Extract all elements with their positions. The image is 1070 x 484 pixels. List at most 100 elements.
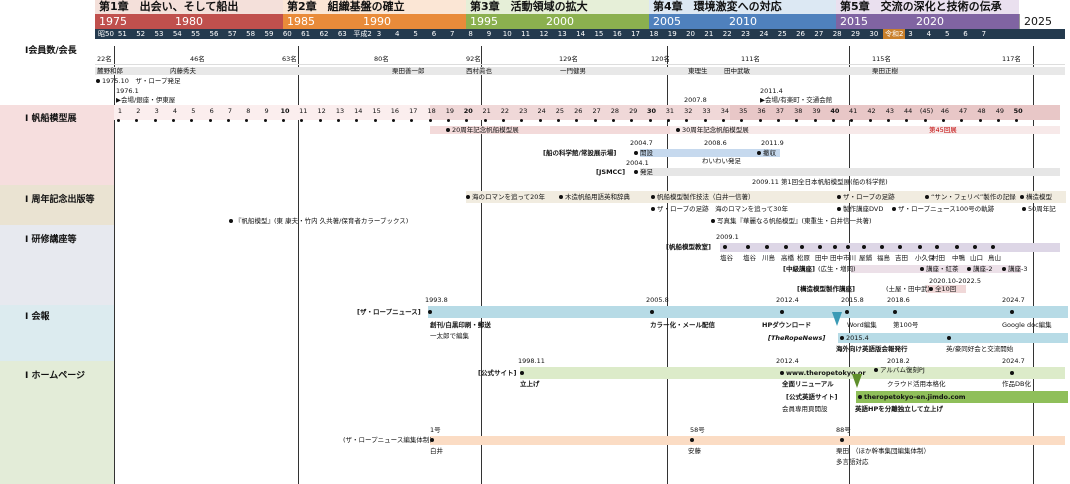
exhibition-bar-late (730, 105, 1060, 120)
editor-dot (430, 437, 436, 444)
bulletin-bar (428, 306, 1068, 318)
year-tick: 29 (851, 30, 860, 38)
exhibition-number: 35 (739, 107, 748, 115)
training-start: 2009.1 (716, 233, 739, 241)
member-count: 117名 (1002, 55, 1021, 63)
exhibition-dot (685, 119, 689, 122)
bulletin-event: Google doc編集 (1002, 321, 1052, 329)
training-dot (784, 245, 788, 249)
publication-item: ザ・ロープニュース100号の軌跡 (892, 206, 994, 213)
band-publication (0, 185, 114, 225)
homepage-date: 1998.11 (518, 357, 545, 365)
exhibition-dot (795, 119, 799, 122)
year-tick: 55 (191, 30, 201, 38)
training-place: 松原 (797, 254, 810, 262)
homepage-date: 2024.7 (1002, 357, 1025, 365)
band-exhibition (0, 105, 114, 185)
decade-label: 1975 (99, 15, 127, 28)
homepage-label: [公式サイト] (478, 369, 517, 377)
publication-item: 構造模型 (1020, 194, 1052, 201)
exhibition-dot (428, 119, 432, 122)
news-en-date: 2015.4 (840, 335, 869, 342)
year-tick: 61 (301, 30, 311, 38)
museum-waiwai: わいわい発足 (702, 157, 741, 165)
museum-bar (640, 149, 780, 157)
jsmcc-bar (640, 168, 1060, 176)
exhibition-dot (538, 119, 542, 122)
year-tick: 6 (963, 30, 968, 38)
bulletin-date: 2024.7 (1002, 296, 1025, 304)
year-tick: 4 (926, 30, 932, 38)
homepage-dot (520, 370, 526, 377)
arrow-down-icon (832, 312, 842, 326)
exhibition-number: 7 (227, 107, 233, 115)
exhibition-number: 16 (390, 107, 400, 115)
year-tick: 54 (172, 30, 182, 38)
exhibition-number: 42 (867, 107, 876, 115)
exhibition-number: 33 (702, 107, 711, 115)
editor-no: 88号 (836, 426, 851, 434)
exhibition-number: 6 (209, 107, 214, 115)
training-dot (880, 245, 884, 249)
exhibition-number: (45) (919, 107, 934, 115)
chapter-3: 第3章 活動領域の拡大 (466, 0, 649, 14)
exhibition-dot (648, 119, 652, 122)
publication-item: ザ・ロープの足跡 海のロマンを追って30年 (651, 206, 788, 213)
exhibition-number: 37 (775, 107, 785, 115)
training-dot (746, 245, 750, 249)
exhibition-dot (758, 119, 762, 122)
exhibition-number: 39 (812, 107, 821, 115)
exhibition-dot (281, 119, 285, 122)
exhibition-number: 41 (849, 107, 858, 115)
news-en-dot (947, 335, 953, 342)
training-place: 田中 (830, 254, 843, 262)
bulletin-date: 2018.6 (887, 296, 910, 304)
training-dot (818, 245, 822, 249)
exhibition-dot (611, 119, 615, 122)
bulletin-dot (1010, 309, 1016, 316)
training-dot (765, 245, 769, 249)
exhibition-venue: ▶会場/有楽町・交通会館 (760, 96, 833, 104)
homepage-cloud: クラウド活用本格化 (887, 380, 946, 388)
homepage-url: www.theropetokyo.or (780, 370, 866, 377)
exhibition-number: 17 (409, 107, 418, 115)
member-count: 115名 (872, 55, 891, 63)
editor-no: 58号 (690, 426, 705, 434)
year-tick: 3 (376, 30, 382, 38)
year-tick: 63 (337, 30, 347, 38)
president-name: 内藤秀夫 (170, 67, 196, 75)
exhibition-dot (300, 119, 304, 122)
exhibition-number: 47 (959, 107, 968, 115)
bulletin-event: HPダウンロード (762, 321, 812, 329)
year-tick: 3 (908, 30, 913, 38)
exhibition-dot (905, 119, 909, 122)
publication-bar (466, 191, 1066, 203)
year-tick: 5 (413, 30, 418, 38)
bulletin-dot (650, 309, 656, 316)
exhibition-number: 10 (280, 107, 290, 115)
publication-item: “サン・フェリペ”製作の記録 (925, 194, 1016, 201)
training-place: 小久保 (915, 254, 935, 262)
training-place: 田中 (815, 254, 828, 262)
middle-label: [中級講座] (783, 265, 815, 273)
homepage-date: 2012.4 (776, 357, 799, 365)
training-place: 福島 (877, 254, 890, 262)
exhibition-bar-mid (430, 105, 730, 120)
divider (114, 46, 115, 484)
bulletin-event: カラー化・メール配信 (650, 321, 715, 329)
homepage-en-note: 英語HPを分離独立して立上げ (855, 405, 944, 413)
divider (667, 46, 668, 484)
training-place: 市川 (843, 254, 856, 262)
year-tick: 5 (944, 30, 950, 38)
editors-bar (430, 436, 1065, 445)
exhibition-dot (263, 119, 267, 122)
exhibition-dot (446, 119, 450, 122)
section-exhibition: Ⅰ 帆船模型展 (25, 114, 77, 124)
news-en-label: [TheRopeNews] (768, 334, 826, 342)
year-tick: 52 (136, 30, 146, 38)
exhibition-number: 24 (537, 107, 546, 115)
president-name: 東理生 (688, 67, 708, 75)
news-en-note: 海外向け英語版会報発行 (836, 345, 908, 353)
bulletin-dot (428, 309, 434, 316)
